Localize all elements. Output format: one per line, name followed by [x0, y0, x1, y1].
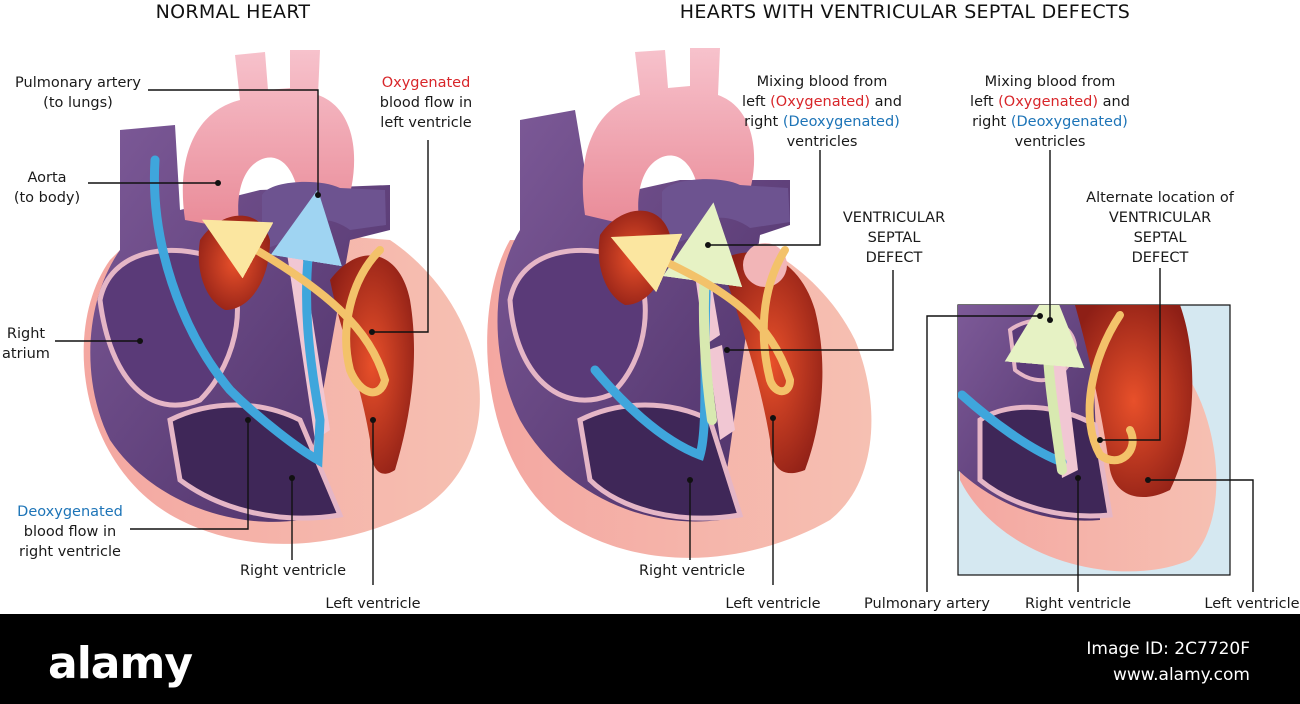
- inset-left-ventricle-label: Left ventricle: [1204, 596, 1299, 612]
- deoxygenated-line3: right ventricle: [19, 544, 121, 560]
- site-url: www.alamy.com: [1112, 665, 1250, 685]
- aorta-sublabel: (to body): [14, 190, 80, 206]
- leader-lines: [55, 89, 1254, 592]
- inset-mixing-line4: ventricles: [1015, 134, 1086, 150]
- heart-diagram: NORMAL HEART HEARTS WITH VENTRICULAR SEP…: [2, 1, 1300, 612]
- normal-right-ventricle-label: Right ventricle: [240, 563, 346, 579]
- vsd-mixing-line4: ventricles: [787, 134, 858, 150]
- vsd-label-line1: VENTRICULAR: [843, 210, 945, 226]
- deoxygenated-line2: blood flow in: [24, 524, 116, 540]
- oxygenated-line2: blood flow in: [380, 95, 472, 111]
- inset-mixing-line1: Mixing blood from: [985, 74, 1116, 90]
- vsd-mixing-line1: Mixing blood from: [757, 74, 888, 90]
- inset-illustration: [957, 304, 1231, 576]
- image-id: Image ID: 2C7720F: [1086, 639, 1250, 659]
- right-atrium-sublabel: atrium: [2, 346, 50, 362]
- normal-left-ventricle-label: Left ventricle: [325, 596, 420, 612]
- vsd-label-line3: DEFECT: [866, 250, 923, 266]
- alt-location-line4: DEFECT: [1132, 250, 1189, 266]
- pulmonary-artery-label: Pulmonary artery: [15, 75, 141, 91]
- deoxygenated-label: Deoxygenated: [17, 504, 123, 520]
- right-atrium-label: Right: [7, 326, 45, 342]
- inset-mixing-line3: right (Deoxygenated): [972, 114, 1128, 130]
- oxygenated-line3: left ventricle: [380, 115, 471, 131]
- normal-heart-title: NORMAL HEART: [156, 1, 311, 23]
- vsd-heart-illustration: [487, 48, 872, 558]
- alt-location-line3: SEPTAL: [1134, 230, 1187, 246]
- vsd-heart-title: HEARTS WITH VENTRICULAR SEPTAL DEFECTS: [680, 1, 1130, 23]
- alt-location-line2: VENTRICULAR: [1109, 210, 1211, 226]
- vsd-mixing-line2: left (Oxygenated) and: [742, 94, 902, 110]
- oxygenated-label: Oxygenated: [382, 75, 471, 91]
- normal-heart-illustration: [83, 50, 480, 544]
- inset-right-ventricle-label: Right ventricle: [1025, 596, 1131, 612]
- alt-location-line1: Alternate location of: [1086, 190, 1235, 206]
- aorta-label: Aorta: [27, 170, 66, 186]
- vsd-mixing-line3: right (Deoxygenated): [744, 114, 900, 130]
- alamy-logo: alamy: [48, 638, 193, 689]
- inset-pulmonary-artery-label: Pulmonary artery: [864, 596, 990, 612]
- watermark-footer: alamy Image ID: 2C7720F www.alamy.com: [0, 614, 1300, 704]
- vsd-label-line2: SEPTAL: [868, 230, 921, 246]
- vsd-left-ventricle-label: Left ventricle: [725, 596, 820, 612]
- inset-mixing-line2: left (Oxygenated) and: [970, 94, 1130, 110]
- pulmonary-artery-sublabel: (to lungs): [43, 95, 113, 111]
- vsd-right-ventricle-label: Right ventricle: [639, 563, 745, 579]
- image-id-block: Image ID: 2C7720F www.alamy.com: [1086, 636, 1250, 688]
